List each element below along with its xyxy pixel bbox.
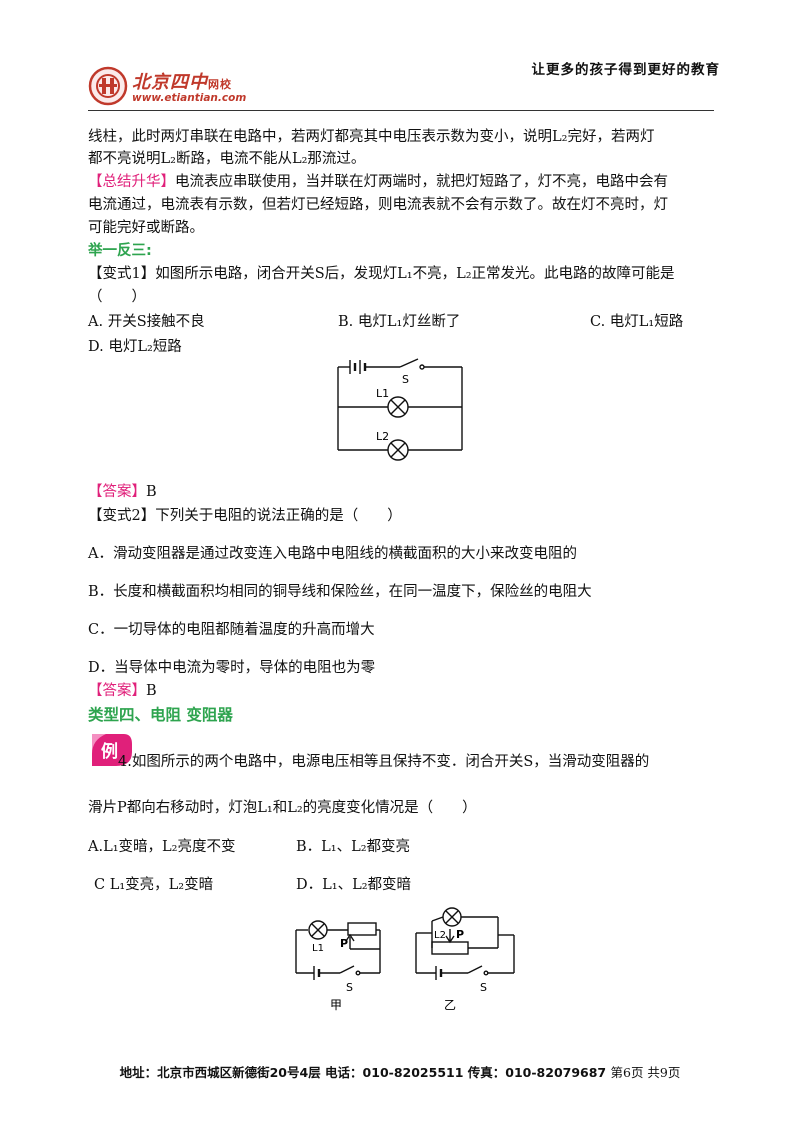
summary-line: 【总结升华】电流表应串联使用，当并联在灯两端时，就把灯短路了，灯不亮，电路中会有 <box>88 171 718 193</box>
lamp-right-label: L2 <box>434 930 446 941</box>
summary-tag: 【总结升华】 <box>88 174 175 190</box>
answer-tag: 【答案】 <box>88 683 146 699</box>
answer-value: B <box>146 484 157 500</box>
option-c: C L₁变亮，L₂变暗 <box>94 877 214 893</box>
option-c: C．一切导体的电阻都随着温度的升高而增大 <box>88 622 375 638</box>
header-slogan: 让更多的孩子得到更好的教育 <box>531 62 720 78</box>
circuit-diagram-1: S L1 L2 <box>337 358 463 461</box>
type4-heading: 类型四、电阻 变阻器 <box>88 706 233 724</box>
brand-name-text: 北京四中 <box>132 72 208 93</box>
page-number: 第6页 共9页 <box>610 1065 681 1080</box>
option-c: C. 电灯L₁短路 <box>590 314 684 330</box>
question-text: 4.如图所示的两个电路中，电源电压相等且保持不变．闭合开关S，当滑动变阻器的 <box>118 754 650 770</box>
example-badge-text: 例 <box>101 741 118 762</box>
question-text: 【变式2】下列关于电阻的说法正确的是（ ） <box>88 508 402 524</box>
option-d: D．L₁、L₂都变暗 <box>296 877 412 893</box>
brand-url: www.etiantian.com <box>132 92 247 104</box>
text-line: 都不亮说明L₂断路，电流不能从L₂那流过。 <box>88 151 366 167</box>
header-divider <box>88 110 714 111</box>
option-b: B. 电灯L₁灯丝断了 <box>338 314 461 330</box>
switch-right-label: S <box>480 981 487 994</box>
question-blank: （ ） <box>88 289 146 305</box>
answer-tag: 【答案】 <box>88 484 146 500</box>
answer-line: 【答案】B <box>88 481 718 503</box>
switch-left-label: S <box>346 981 353 994</box>
option-a: A. 开关S接触不良 <box>88 314 205 330</box>
text-line: 线柱，此时两灯串联在电路中，若两灯都亮其中电压表示数为变小，说明L₂完好，若两灯 <box>88 129 655 145</box>
circuit-diagram-2: L1 P S 甲 L2 P S 乙 <box>295 907 515 1012</box>
question-text: 滑片P都向右移动时，灯泡L₁和L₂的亮度变化情况是（ ） <box>88 800 477 816</box>
summary-text: 电流表应串联使用，当并联在灯两端时，就把灯短路了，灯不亮，电路中会有 <box>175 174 668 190</box>
answer-value: B <box>146 683 157 699</box>
option-b: B．长度和横截面积均相同的铜导线和保险丝，在同一温度下，保险丝的电阻大 <box>88 584 592 600</box>
text-line: 电流通过，电流表有示数，但若灯已经短路，则电流表就不会有示数了。故在灯不亮时，灯 <box>88 197 668 213</box>
brand-suffix: 网校 <box>208 78 232 91</box>
option-d: D．当导体中电流为零时，导体的电阻也为零 <box>88 660 376 676</box>
option-b: B．L₁、L₂都变亮 <box>296 839 411 855</box>
option-d: D. 电灯L₂短路 <box>88 339 182 355</box>
answer-line: 【答案】B <box>88 680 718 702</box>
lamp1-label: L1 <box>376 387 389 400</box>
example-badge-icon: 例 <box>92 734 132 766</box>
slider-left-label: P <box>340 937 348 950</box>
caption-right: 乙 <box>444 998 456 1012</box>
school-logo-icon <box>88 66 128 106</box>
footer-address: 地址：北京市西城区新德街20号4层 电话：010-82025511 传真：010… <box>119 1065 607 1080</box>
section-heading: 举一反三: <box>88 243 152 259</box>
caption-left: 甲 <box>330 998 342 1012</box>
question-text: 【变式1】如图所示电路，闭合开关S后，发现灯L₁不亮，L₂正常发光。此电路的故障… <box>88 266 675 282</box>
page-footer: 地址：北京市西城区新德街20号4层 电话：010-82025511 传真：010… <box>0 1062 800 1081</box>
lamp-left-label: L1 <box>312 943 324 954</box>
switch-label: S <box>402 373 409 386</box>
brand-name: 北京四中网校 <box>132 68 232 94</box>
option-a: A.L₁变暗，L₂亮度不变 <box>88 839 236 855</box>
lamp2-label: L2 <box>376 430 389 443</box>
text-line: 可能完好或断路。 <box>88 220 204 236</box>
option-a: A．滑动变阻器是通过改变连入电路中电阻线的横截面积的大小来改变电阻的 <box>88 546 577 562</box>
slider-right-label: P <box>456 928 464 941</box>
